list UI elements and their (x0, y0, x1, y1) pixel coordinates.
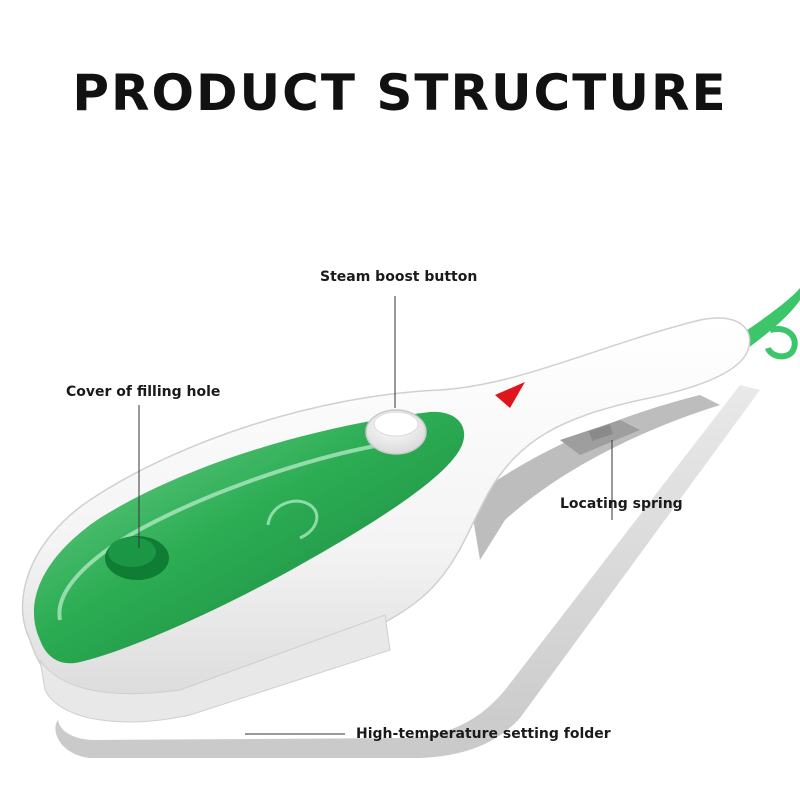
handle-underside (470, 395, 720, 560)
internal-tube (266, 499, 319, 540)
water-tank (33, 411, 465, 664)
callout-locating-spring: Locating spring (560, 496, 683, 512)
callout-cover-of-filling-hole: Cover of filling hole (66, 384, 221, 400)
callout-high-temperature-setting-folder: High-temperature setting folder (356, 726, 611, 742)
tank-highlight (57, 443, 381, 621)
front-plate (39, 614, 391, 723)
page-title: PRODUCT STRUCTURE (72, 64, 728, 122)
base-plate (55, 385, 761, 758)
power-cord (740, 288, 800, 348)
cord-hook (765, 326, 798, 360)
red-indicator (495, 382, 525, 408)
callout-steam-boost-button: Steam boost button (320, 269, 478, 285)
